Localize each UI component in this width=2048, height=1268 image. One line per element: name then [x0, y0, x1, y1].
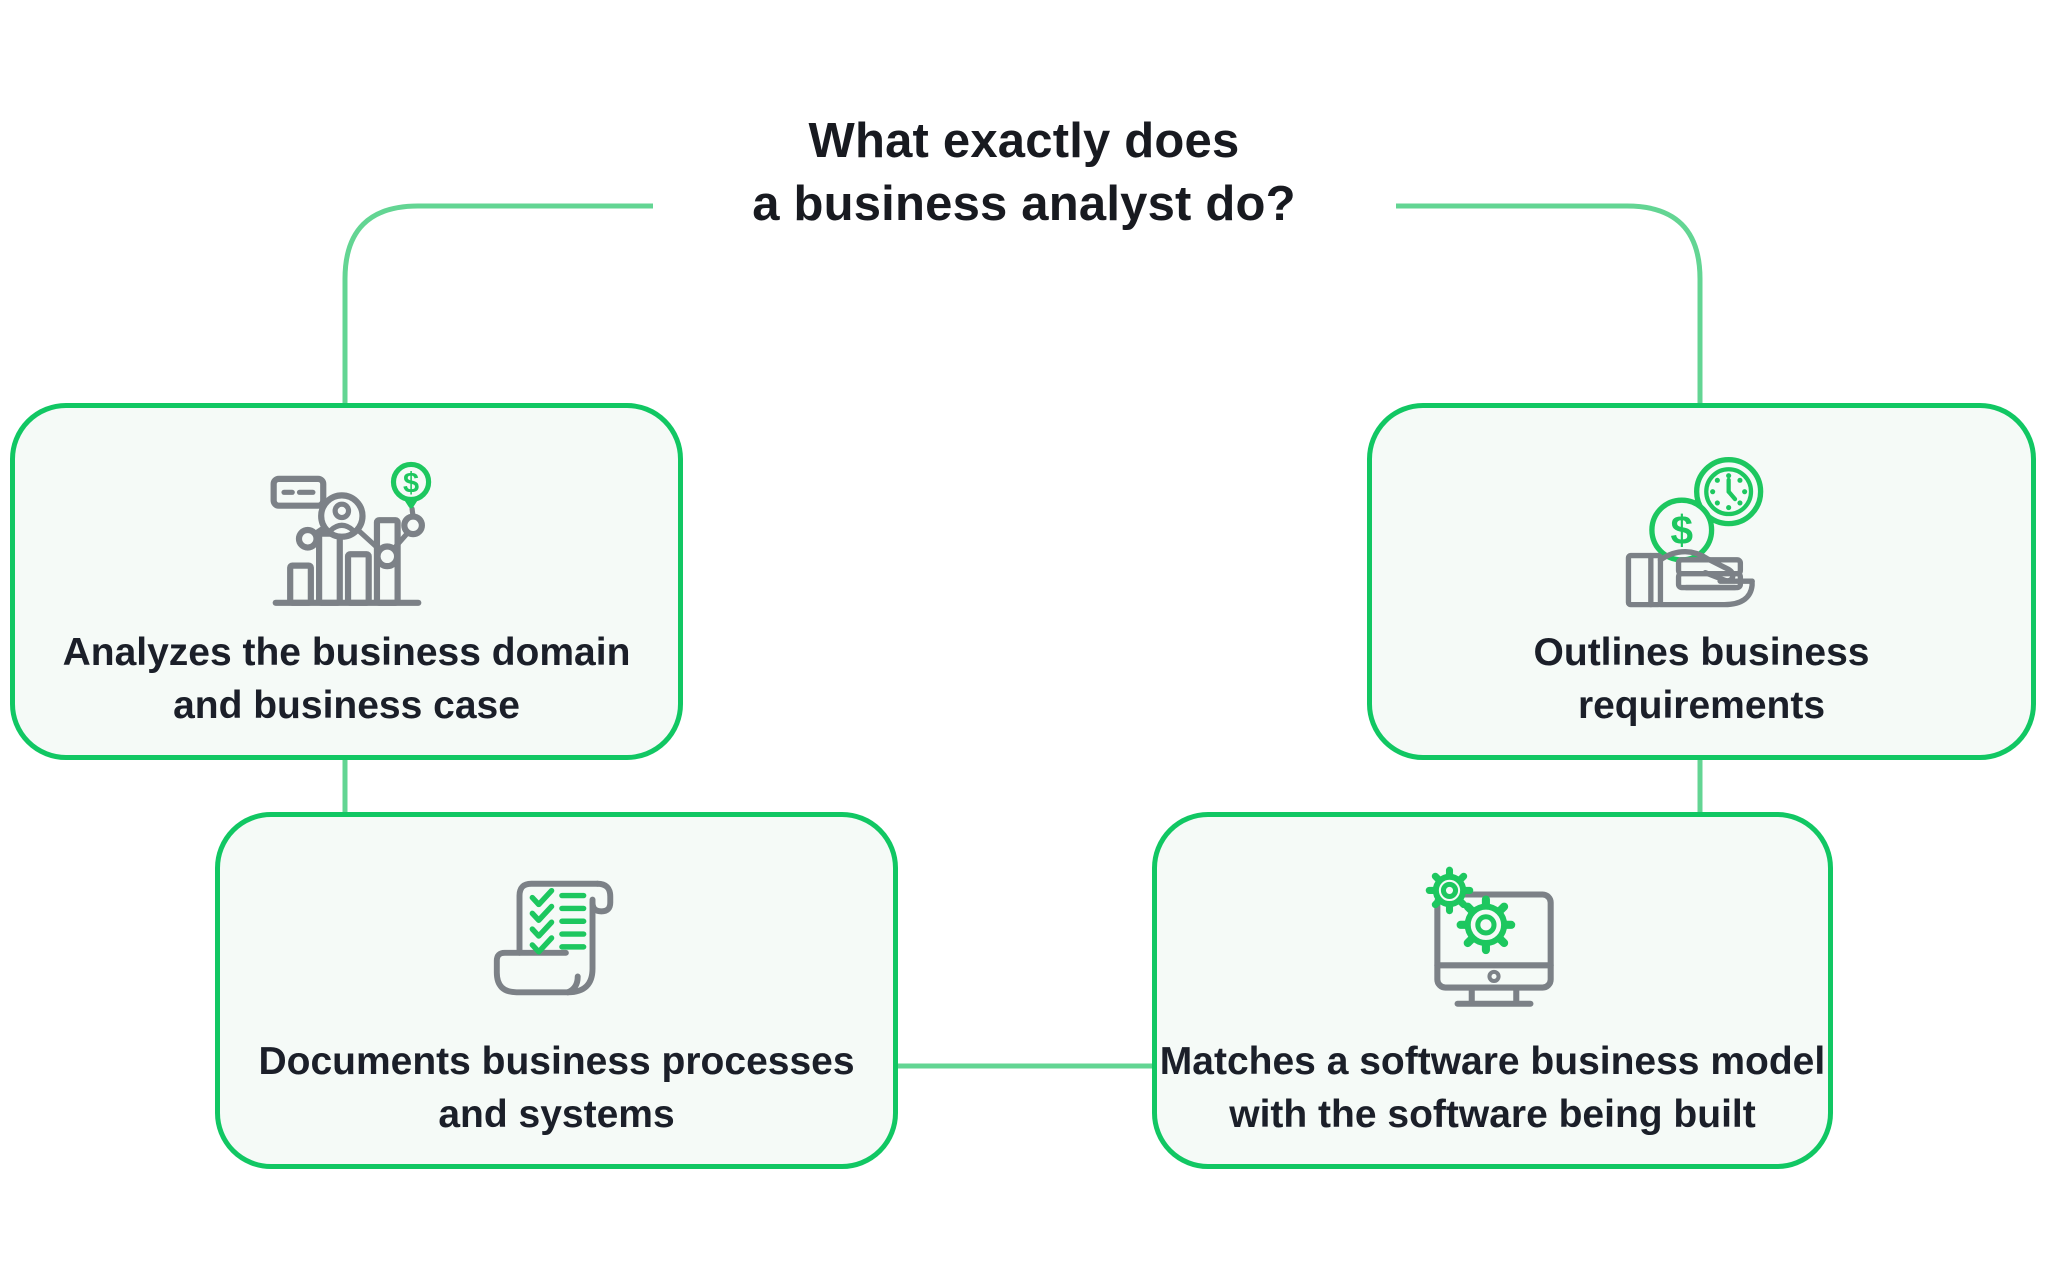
card-label: Outlines business requirements: [1534, 626, 1870, 732]
small-gear: [1425, 866, 1473, 915]
connector-title-to-outlines: [1396, 203, 1703, 403]
bar-chart-dollar-icon: $: [270, 461, 431, 606]
card-label-line-1: Documents business processes: [258, 1040, 855, 1083]
scroll-checklist-icon: [493, 880, 613, 996]
card-icon-box: $: [1622, 448, 1782, 612]
title-line-2: a business analyst do?: [752, 177, 1296, 231]
card-icon-box: $: [259, 448, 435, 612]
page-title: What exactly does a business analyst do?: [0, 110, 2048, 236]
card-outlines-business-requirements: $ Outlines business requirements: [1367, 403, 2036, 760]
dollar-glyph: $: [1670, 507, 1693, 553]
card-label: Matches a software business model with t…: [1160, 1035, 1825, 1141]
title-line-1: What exactly does: [808, 114, 1240, 168]
card-matches-software-business-model: Matches a software business model with t…: [1152, 812, 1833, 1169]
card-label-line-2: and systems: [438, 1093, 675, 1136]
card-label: Documents business processes and systems: [258, 1035, 854, 1141]
card-label-line-2: with the software being built: [1229, 1093, 1756, 1136]
connector-title-to-analyzes: [342, 203, 653, 403]
card-label-line-1: Matches a software business model: [1159, 1040, 1826, 1083]
card-label-line-1: Analyzes the business domain: [62, 631, 631, 674]
card-icon-box: [483, 857, 631, 1021]
card-label-line-2: and business case: [173, 684, 520, 727]
dollar-glyph: $: [403, 467, 419, 499]
hand-coins-clock-icon: $: [1625, 456, 1763, 608]
card-label-line-2: requirements: [1577, 684, 1826, 727]
card-documents-business-processes: Documents business processes and systems: [215, 812, 898, 1169]
card-label: Analyzes the business domain and busines…: [63, 626, 631, 732]
large-gear: [1456, 895, 1515, 955]
monitor-gears-icon: [1425, 866, 1554, 1007]
card-analyzes-business-domain: $ Analyzes the business domain and busin…: [10, 403, 683, 760]
card-icon-box: [1407, 857, 1579, 1021]
card-label-line-1: Outlines business: [1533, 631, 1870, 674]
